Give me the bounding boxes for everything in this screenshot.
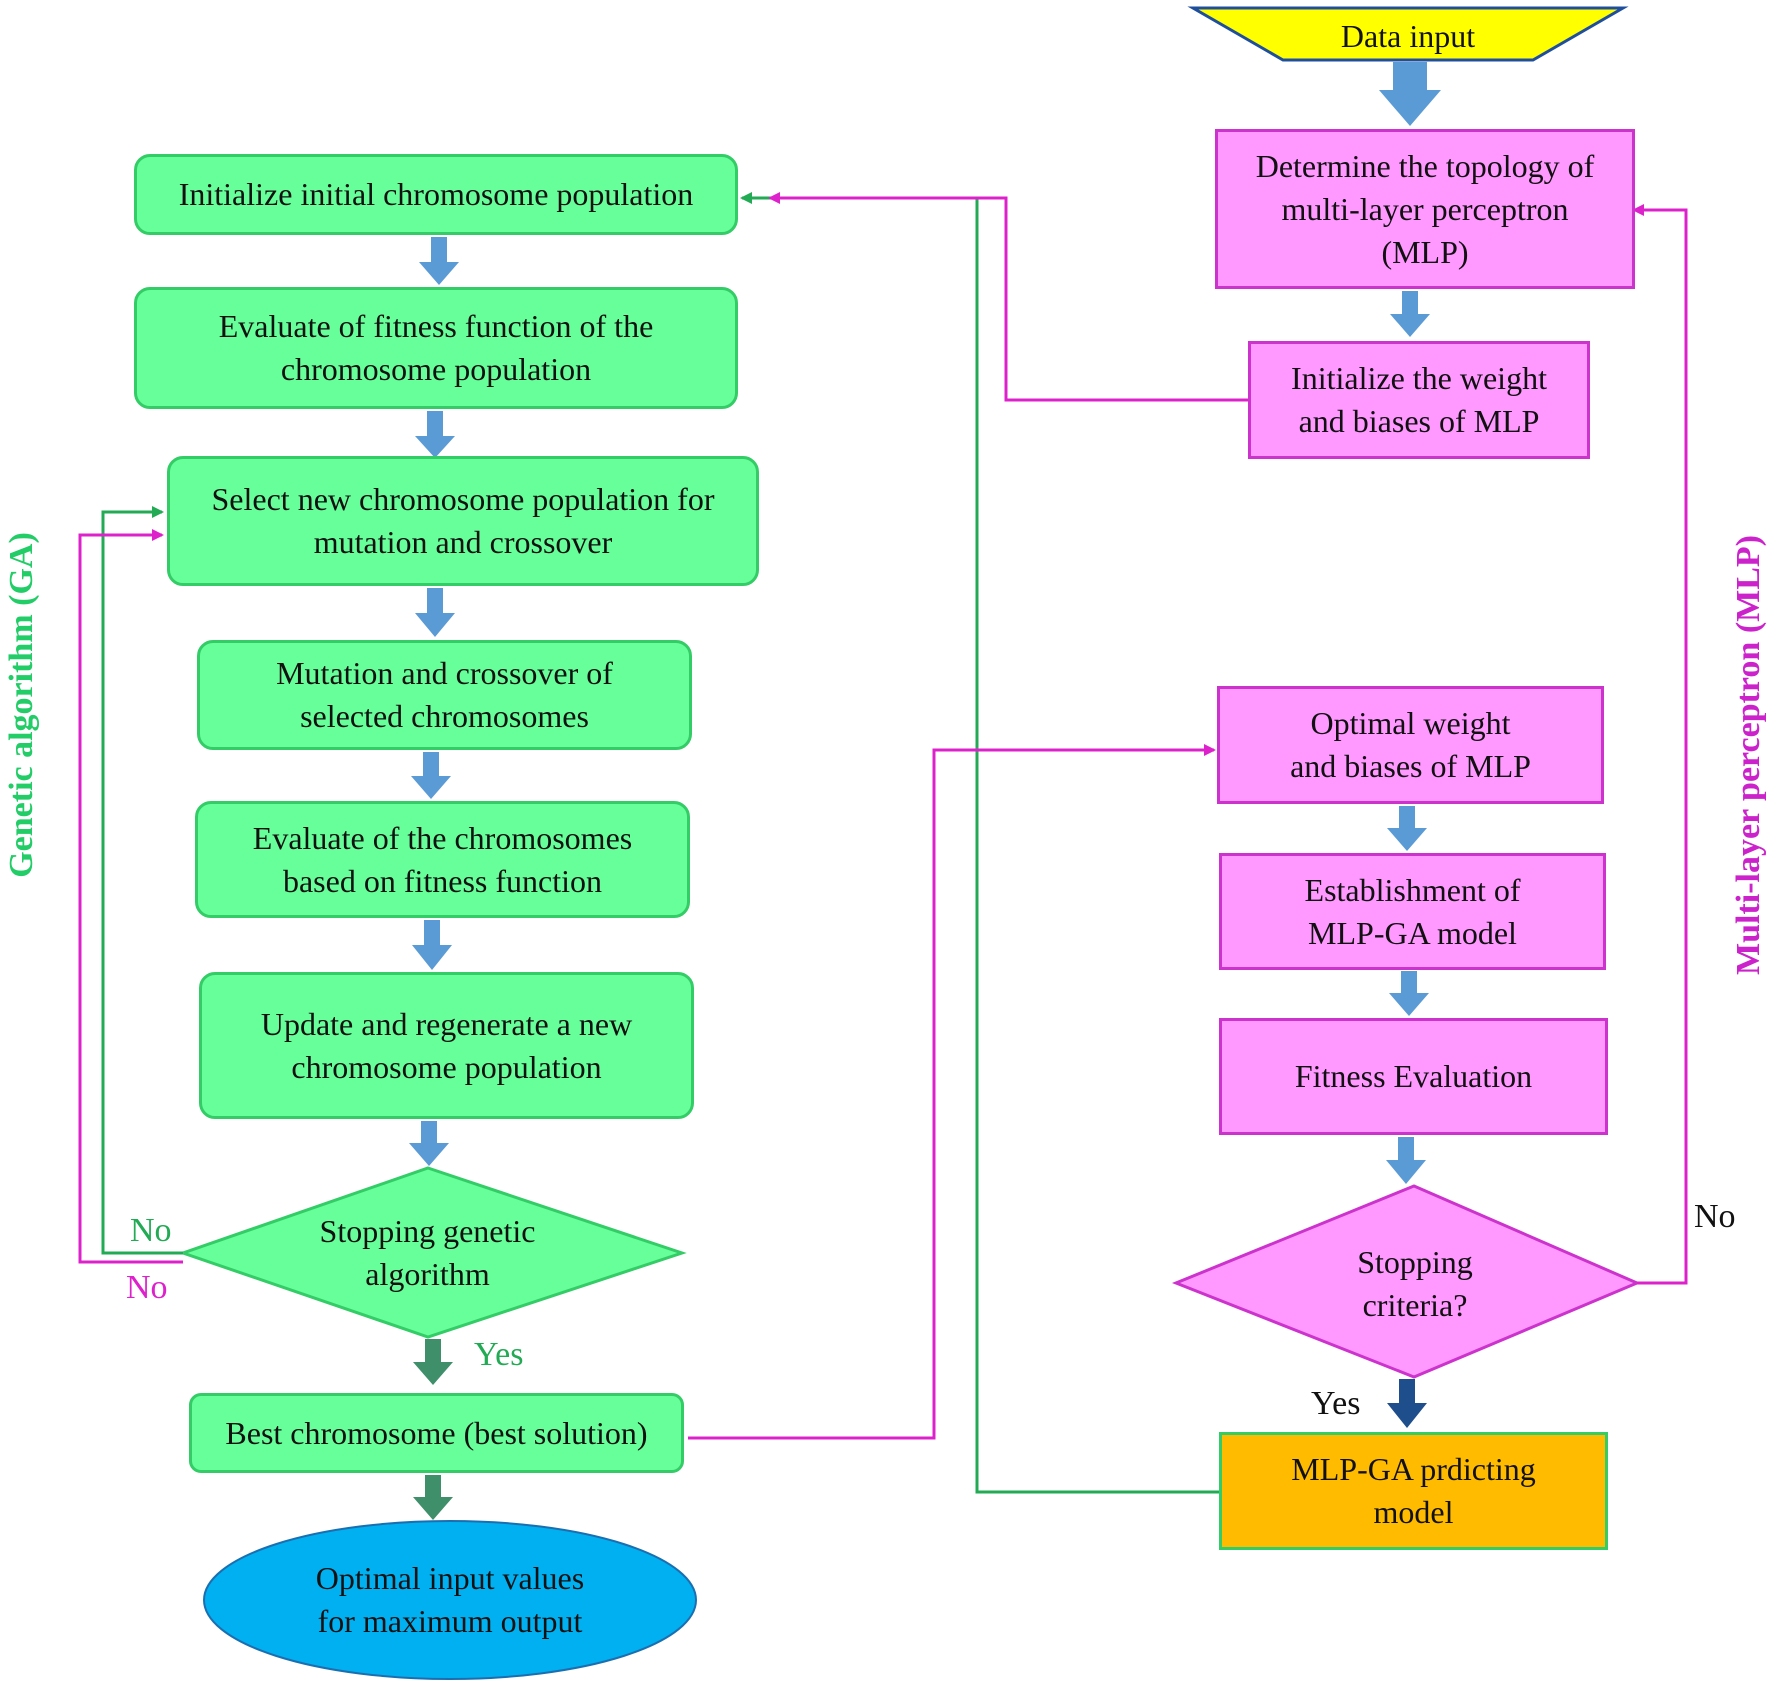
ga-stop-decision-shape — [178, 1166, 687, 1339]
mlp-yes-label: Yes — [1311, 1385, 1361, 1422]
mlp-establish-label: Establishment of MLP-GA model — [1304, 871, 1521, 951]
mlp-init-weights-label: Initialize the weight and biases of MLP — [1291, 360, 1547, 439]
optimal-output-terminal-shape — [203, 1520, 697, 1680]
mlp-section-title: Multi-layer perceptron (MLP) — [1730, 534, 1767, 976]
mlp-topology-label: Determine the topology of multi-layer pe… — [1255, 147, 1595, 270]
arrow-mlp-establish-to-fitness — [1389, 971, 1429, 1016]
ga-no-magenta-label: No — [126, 1269, 168, 1306]
mlp-ga-predicting-label: MLP-GA prdicting model — [1291, 1451, 1536, 1530]
data-input-shape — [1187, 6, 1629, 62]
line-predict-to-ga-init — [740, 192, 1219, 1494]
line-ga-stop-no-magenta — [78, 529, 183, 1264]
ga-best-chromosome-label: Best chromosome (best solution) — [225, 1414, 648, 1451]
arrow-ga-mutate-to-evaluate-chrom — [411, 752, 451, 799]
ga-evaluate-chromosomes-node: Evaluate of the chromosomes based on fit… — [195, 801, 690, 918]
ga-update-label: Update and regenerate a new chromosome p… — [260, 1005, 633, 1085]
ga-mutate-label: Mutation and crossover of selected chrom… — [276, 655, 613, 734]
ga-mutate-node: Mutation and crossover of selected chrom… — [197, 640, 692, 750]
arrow-input-to-topology — [1379, 62, 1441, 126]
ga-no-green-label: No — [130, 1212, 172, 1249]
arrow-mlp-topology-to-init — [1390, 291, 1430, 337]
optimal-output-label: Optimal input values for maximum output — [315, 1560, 585, 1639]
mlp-fitness-label: Fitness Evaluation — [1294, 1058, 1533, 1094]
mlp-no-label: No — [1694, 1198, 1736, 1235]
ga-stop-label: Stopping genetic algorithm — [319, 1213, 536, 1292]
arrow-ga-best-to-optimal — [413, 1475, 453, 1520]
arrow-mlp-stop-to-predict — [1387, 1379, 1427, 1428]
mlp-init-weights-node: Initialize the weight and biases of MLP — [1248, 341, 1590, 459]
line-best-to-optimal-weights — [688, 744, 1216, 1440]
line-mlp-stop-no — [1632, 204, 1688, 1285]
arrow-ga-evaluate-chrom-to-update — [412, 920, 452, 970]
arrow-ga-stop-to-best — [413, 1339, 453, 1385]
mlp-optimal-weights-node: Optimal weight and biases of MLP — [1217, 686, 1604, 804]
arrow-ga-update-to-stop — [409, 1121, 449, 1166]
ga-section-title: Genetic algorithm (GA) — [3, 532, 40, 878]
data-input-label: Data input — [1340, 17, 1476, 54]
arrow-ga-init-to-evaluate — [419, 237, 459, 285]
ga-init-node: Initialize initial chromosome population — [134, 154, 738, 235]
arrow-ga-select-to-mutate — [415, 588, 455, 637]
line-mlp-init-to-ga-init — [768, 192, 1248, 402]
ga-evaluate-chromosomes-label: Evaluate of the chromosomes based on fit… — [252, 819, 633, 899]
ga-evaluate-node: Evaluate of fitness function of the chro… — [134, 287, 738, 409]
mlp-topology-node: Determine the topology of multi-layer pe… — [1215, 129, 1635, 289]
mlp-stop-label: Stopping criteria? — [1357, 1244, 1473, 1323]
ga-evaluate-label: Evaluate of fitness function of the chro… — [218, 308, 654, 387]
mlp-ga-predicting-node: MLP-GA prdicting model — [1219, 1432, 1608, 1550]
arrow-mlp-fitness-to-stop — [1386, 1137, 1426, 1184]
line-ga-stop-no-green — [101, 506, 183, 1255]
ga-yes-label: Yes — [474, 1336, 524, 1373]
mlp-establish-node: Establishment of MLP-GA model — [1219, 853, 1606, 970]
ga-best-chromosome-node: Best chromosome (best solution) — [189, 1393, 684, 1473]
ga-select-node: Select new chromosome population for mut… — [167, 456, 759, 586]
ga-update-node: Update and regenerate a new chromosome p… — [199, 972, 694, 1119]
ga-init-label: Initialize initial chromosome population — [178, 176, 694, 212]
mlp-optimal-weights-label: Optimal weight and biases of MLP — [1290, 705, 1531, 784]
mlp-stop-decision-shape — [1171, 1184, 1641, 1379]
arrow-ga-evaluate-to-select — [415, 411, 455, 458]
ga-select-label: Select new chromosome population for mut… — [211, 481, 715, 560]
mlp-fitness-node: Fitness Evaluation — [1219, 1018, 1608, 1135]
arrow-mlp-optimal-to-establish — [1387, 806, 1427, 851]
